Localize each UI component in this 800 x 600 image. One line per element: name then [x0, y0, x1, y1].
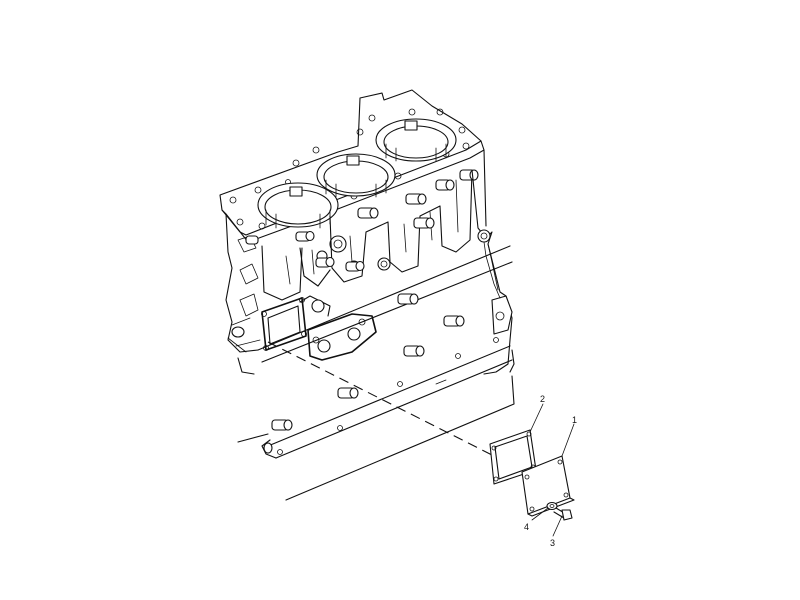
leader-item-1: [561, 423, 575, 457]
block-upper-castings: [261, 169, 473, 301]
rear-seal-boss: [263, 442, 273, 454]
adapter-pad: [307, 313, 377, 361]
crankcase-bottom: [285, 375, 515, 501]
lock-washer-item-4: [546, 501, 558, 511]
callout-3: 3: [550, 538, 555, 548]
leader-item-2: [529, 403, 544, 433]
callout-labels: 1 2 3 4: [524, 394, 577, 548]
rail-bolt-holes: [277, 337, 499, 455]
harness: [483, 241, 501, 299]
block-deck-outline: [219, 89, 482, 236]
dowel-front-upper: [477, 229, 491, 243]
block-left-details: [231, 235, 259, 326]
cylinder-bore-1: [257, 182, 339, 229]
leader-item-4: [531, 507, 549, 521]
cover-mounting-face: [261, 297, 307, 351]
block-pan-rail: [257, 245, 513, 363]
callout-4: 4: [524, 522, 529, 532]
block-left-face: [225, 213, 259, 353]
block-side-lower: [237, 349, 515, 375]
leader-item-3: [552, 515, 563, 537]
block-front-edge: [471, 169, 513, 375]
capscrew-item-3: [553, 507, 573, 521]
callout-2: 2: [540, 394, 545, 404]
cylinder-bore-2: [316, 153, 396, 198]
engine-block: [219, 89, 515, 501]
crankcase-lower-edge-1: [267, 345, 511, 447]
explode-line: [267, 341, 499, 459]
cylinder-bore-3: [375, 118, 457, 162]
callout-1: 1: [572, 415, 577, 425]
leader-lines: [529, 403, 575, 537]
front-boss: [491, 295, 513, 335]
lower-side-bosses: [271, 293, 465, 431]
crankcase-lower-edge-2: [275, 359, 513, 459]
